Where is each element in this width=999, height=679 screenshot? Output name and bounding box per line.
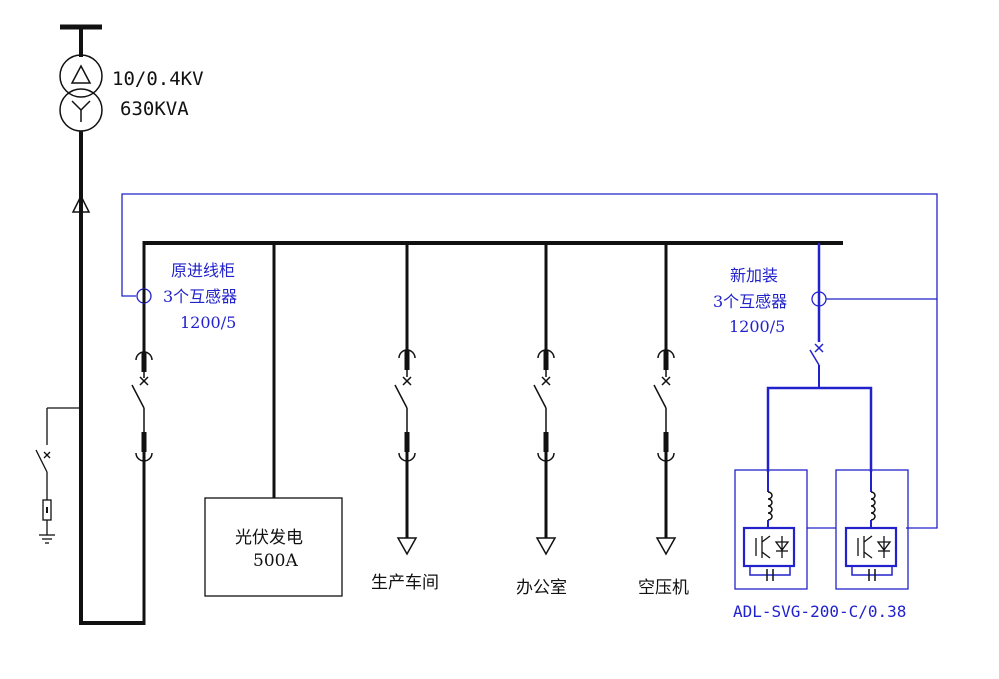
svg-branch bbox=[766, 243, 873, 472]
load-label-2: 办公室 bbox=[516, 578, 567, 598]
incoming-top-bar bbox=[60, 24, 102, 57]
original-ct-loop bbox=[121, 193, 938, 529]
load-feeder-1 bbox=[394, 243, 418, 556]
svg-model-label: ADL-SVG-200-C/0.38 bbox=[733, 602, 906, 621]
load-feeder-3 bbox=[653, 243, 677, 556]
pv-feeder bbox=[204, 243, 343, 597]
transformer-voltage: 10/0.4KV bbox=[112, 68, 204, 90]
transformer-capacity: 630KVA bbox=[120, 98, 189, 120]
load-label-3: 空压机 bbox=[638, 578, 689, 598]
load-label-1: 生产车间 bbox=[371, 573, 439, 593]
main-incoming-line bbox=[71, 131, 145, 625]
original-cabinet-label-2: 3个互感器 bbox=[163, 287, 237, 306]
pv-label-1: 光伏发电 bbox=[235, 528, 303, 548]
new-ct bbox=[811, 291, 937, 307]
new-ct-label-3: 1200/5 bbox=[729, 317, 785, 336]
new-ct-label-1: 新加装 bbox=[730, 266, 778, 285]
original-cabinet-label-3: 1200/5 bbox=[180, 313, 236, 332]
transformer-symbol bbox=[59, 54, 103, 132]
original-cabinet-label-1: 原进线柜 bbox=[171, 261, 235, 280]
load-feeder-2 bbox=[533, 243, 557, 556]
pv-label-2: 500A bbox=[253, 551, 298, 571]
new-ct-label-2: 3个互感器 bbox=[713, 292, 787, 311]
grounding-switch bbox=[35, 407, 81, 544]
